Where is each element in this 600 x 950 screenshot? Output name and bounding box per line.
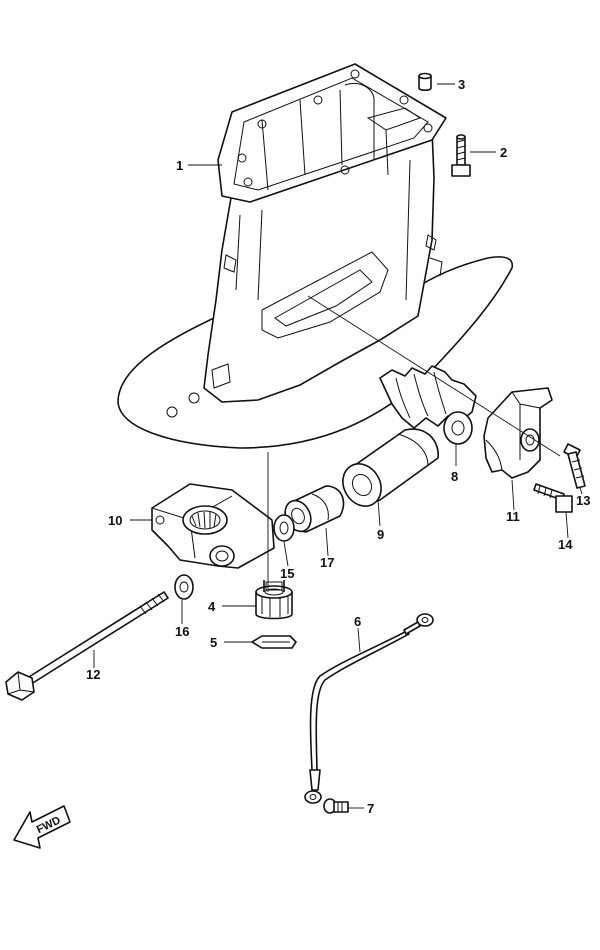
callout-5: 5 xyxy=(210,635,218,650)
callout-14: 14 xyxy=(558,537,573,552)
callout-10: 10 xyxy=(108,513,123,528)
bracket-bolt-upper xyxy=(563,443,586,489)
ground-wire xyxy=(304,613,434,804)
callout-3: 3 xyxy=(458,77,466,92)
mount-bracket xyxy=(483,387,553,479)
fwd-arrow-icon: FWD xyxy=(13,805,71,849)
callout-7: 7 xyxy=(367,801,375,816)
assembly-lines xyxy=(267,295,561,592)
castle-nut xyxy=(255,580,293,620)
washer-16 xyxy=(174,574,194,600)
cylindrical-mount xyxy=(342,428,439,507)
callout-11: 11 xyxy=(506,509,520,524)
callout-2: 2 xyxy=(500,145,508,160)
rubber-mount xyxy=(379,365,477,445)
sleeve-bushing xyxy=(284,485,345,533)
bracket-bolt-lower xyxy=(533,483,573,513)
callout-16: 16 xyxy=(175,624,190,639)
screw xyxy=(323,798,349,814)
callout-15: 15 xyxy=(280,566,295,581)
callout-13: 13 xyxy=(576,493,591,508)
callout-12: 12 xyxy=(86,667,101,682)
callout-1: 1 xyxy=(176,158,184,173)
leader-lines xyxy=(93,83,583,809)
callout-6: 6 xyxy=(354,614,362,629)
dowel-pin xyxy=(418,72,432,92)
long-bolt xyxy=(5,591,169,701)
circlip xyxy=(251,635,297,649)
flange-bolt xyxy=(451,134,471,177)
washer-15 xyxy=(273,514,295,542)
callout-8: 8 xyxy=(451,469,459,484)
drive-shaft-housing xyxy=(117,63,514,449)
callout-9: 9 xyxy=(377,527,385,542)
callout-17: 17 xyxy=(320,555,335,570)
lower-mount-housing xyxy=(151,483,275,569)
callout-4: 4 xyxy=(208,599,216,614)
